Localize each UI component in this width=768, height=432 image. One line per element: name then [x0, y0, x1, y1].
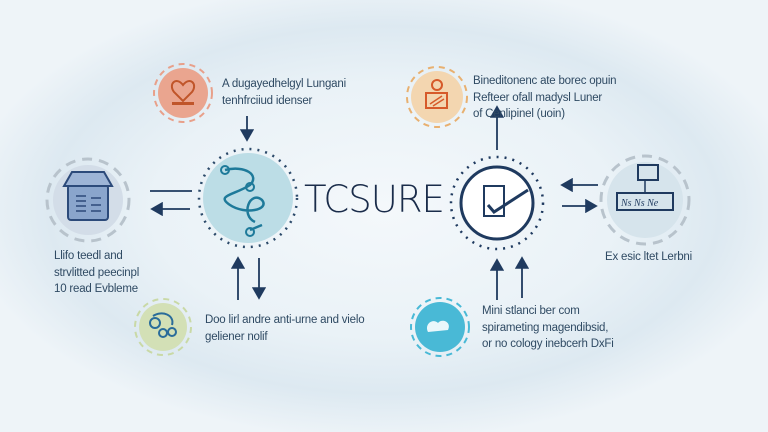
caption-line: of Cenlipinel (uoin) — [473, 108, 565, 120]
flowchart-icon — [599, 154, 691, 246]
caption-line: Doo lirl andre anti-urne and vielo — [205, 314, 365, 326]
caption-line: Bineditonenc ate borec opuin — [473, 75, 617, 87]
center-title: TCSURE — [304, 178, 445, 221]
document-box-icon — [45, 157, 131, 243]
caption-line: geliener nolif — [205, 330, 268, 343]
left-caption: Llifo teedl and strvlitted peecinpl 10 r… — [54, 248, 139, 298]
cloud-icon — [410, 297, 470, 357]
bottom-right-caption: Mini stlanci ber com spirameting magendi… — [482, 303, 614, 353]
caption-line: Llifo teedl and — [54, 250, 123, 262]
chart-report-icon — [406, 66, 468, 128]
caption-line: Mini stlanci ber com — [482, 305, 580, 317]
checklist-icon — [449, 155, 545, 251]
caption-line: spirameting magendibsid, — [482, 321, 609, 334]
bottom-left-caption: Doo lirl andre anti-urne and vielo gelie… — [205, 312, 365, 345]
top-left-caption: A dugayedhelgyl Lungani tenhfrciiud iden… — [222, 76, 346, 109]
right-caption: Ex esic ltet Lerbni — [605, 249, 692, 266]
network-flow-icon — [197, 147, 299, 249]
caption-line: Refteer ofall madysl Luner — [473, 91, 603, 104]
top-right-caption: Bineditonenc ate borec opuin Refteer ofa… — [473, 73, 617, 123]
caption-line: or no cology inebcerh DxFi — [482, 338, 614, 350]
caption-line: A dugayedhelgyl Lungani — [222, 78, 346, 90]
heart-lungs-icon — [153, 63, 213, 123]
caption-line: 10 read Evbleme — [54, 283, 138, 295]
caption-line: strvlitted peecinpl — [54, 266, 140, 279]
caption-line: Ex esic ltet Lerbni — [605, 251, 692, 263]
flowchart-icon-label: Ns Ns Ne — [620, 198, 659, 209]
caption-line: tenhfrciiud idenser — [222, 94, 313, 107]
arrows — [150, 105, 598, 300]
cells-icon — [134, 298, 192, 356]
